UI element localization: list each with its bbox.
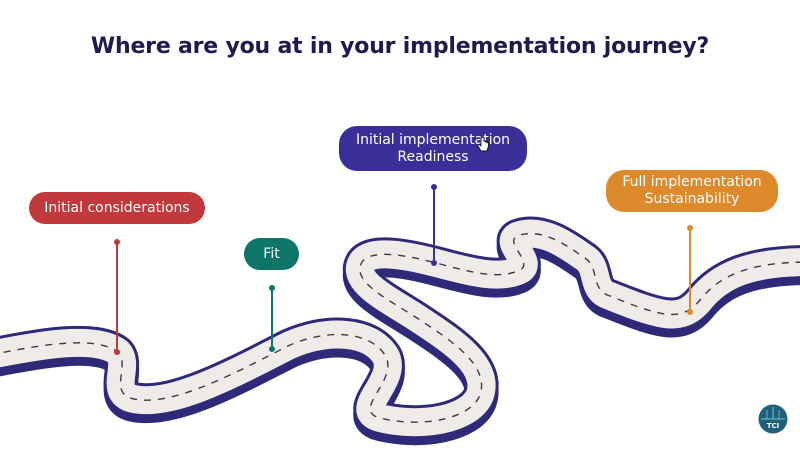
pin-full-implementation (687, 225, 693, 315)
logo-text: TCI (767, 422, 780, 430)
stage-label-text: Initial implementation (355, 131, 511, 148)
pin-initial-implementation (431, 184, 437, 266)
pin-fit (269, 285, 275, 352)
stage-label-subtext: Readiness (397, 148, 469, 165)
stage-label-subtext: Sustainability (644, 191, 740, 207)
road-centerline (0, 232, 800, 423)
stage-label-text: Initial considerations (44, 199, 190, 216)
stage-label-full-implementation: Full implementation Sustainability (606, 170, 778, 212)
stage-label-text: Full implementation (622, 174, 762, 190)
stage-label-initial-considerations: Initial considerations (29, 192, 205, 224)
page-title: Where are you at in your implementation … (90, 34, 710, 59)
hand-cursor-icon (477, 137, 489, 152)
tci-logo-icon: TCI (758, 404, 788, 434)
stage-label-text: Fit (263, 245, 280, 262)
stage-label-initial-implementation: Initial implementation Readiness (339, 126, 527, 171)
stage-label-fit: Fit (244, 238, 299, 270)
pin-initial-considerations (114, 239, 120, 355)
